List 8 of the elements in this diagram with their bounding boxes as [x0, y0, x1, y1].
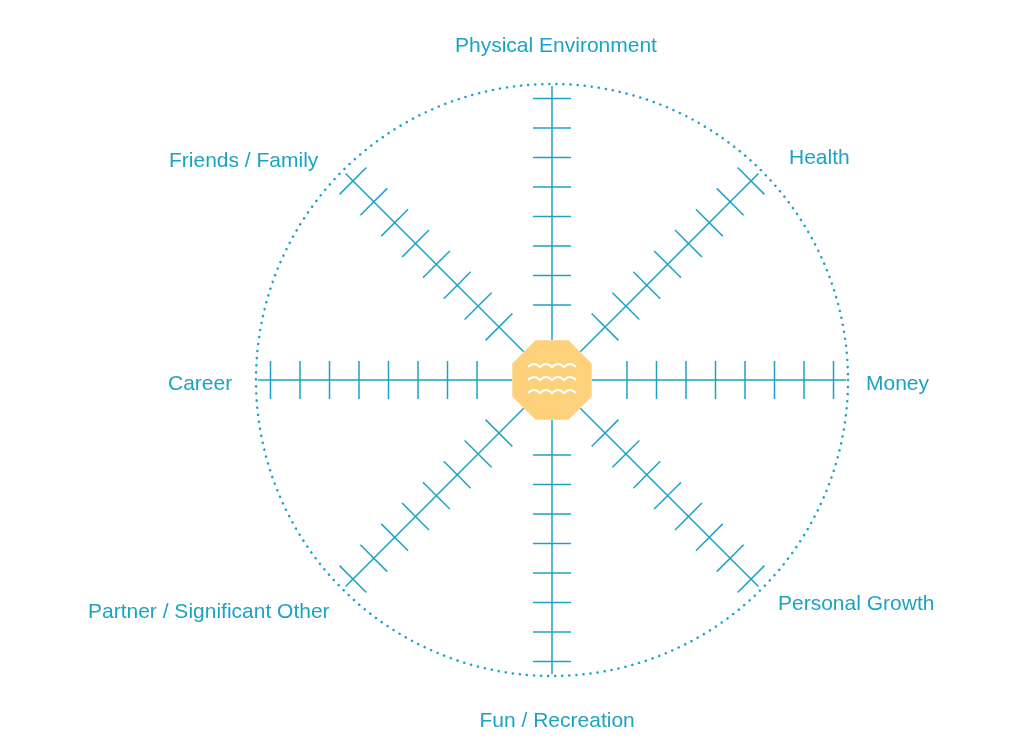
category-label: Money	[866, 371, 930, 395]
category-label: Partner / Significant Other	[88, 599, 330, 623]
category-label: Career	[168, 371, 233, 395]
category-label: Physical Environment	[455, 33, 657, 57]
category-label: Personal Growth	[778, 591, 935, 615]
category-label: Fun / Recreation	[479, 708, 635, 732]
category-label: Health	[789, 145, 850, 169]
category-label: Friends / Family	[169, 148, 319, 172]
